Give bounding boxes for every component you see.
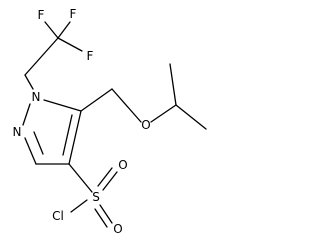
bond-s-o-up-double bbox=[97, 167, 113, 187]
atom-sulfonyl-oxygen-top: O bbox=[118, 158, 127, 172]
bond-ch2-o bbox=[111, 88, 142, 123]
bond-ch-me-right bbox=[175, 104, 207, 130]
bond-n1-n2 bbox=[22, 103, 31, 126]
bond-c4-s bbox=[68, 163, 93, 193]
atom-labels: F F F N N O S O O Cl bbox=[13, 7, 151, 236]
atom-sulfonyl-oxygen-bottom: O bbox=[113, 222, 122, 236]
bond-ch2-n1 bbox=[24, 74, 34, 90]
atom-fluorine-right: F bbox=[87, 49, 94, 63]
atom-nitrogen-1: N bbox=[32, 90, 41, 104]
bond-cf3-ch2 bbox=[24, 37, 59, 76]
bond-s-cl bbox=[70, 199, 88, 213]
bond-ch-me-top bbox=[169, 63, 177, 106]
bond-c4-c5-double bbox=[62, 114, 73, 156]
bond-n2-c3-double bbox=[33, 131, 44, 155]
atom-fluorine-top: F bbox=[70, 7, 77, 21]
bond-n2-c3 bbox=[24, 137, 37, 165]
bond-cf3-f-right bbox=[57, 37, 83, 52]
atom-ether-oxygen: O bbox=[141, 118, 150, 132]
atom-nitrogen-2: N bbox=[13, 125, 22, 139]
bonds bbox=[22, 21, 207, 228]
bond-cf3-f-top bbox=[57, 21, 71, 39]
bond-cf3-f-left bbox=[44, 21, 59, 39]
atom-chlorine: Cl bbox=[52, 209, 64, 223]
chemical-structure-diagram: F F F N N O S O O Cl bbox=[13, 7, 207, 236]
bond-s-o-down-double bbox=[94, 208, 108, 228]
bond-s-o-down bbox=[99, 204, 113, 224]
atom-sulfur: S bbox=[92, 190, 100, 204]
bond-c5-ch2 bbox=[80, 88, 113, 112]
atom-fluorine-left: F bbox=[38, 8, 45, 22]
bond-c5-n1 bbox=[43, 99, 82, 112]
bond-s-o-up bbox=[102, 171, 118, 191]
bond-c4-c5 bbox=[68, 110, 82, 165]
bond-o-ch bbox=[150, 104, 177, 123]
